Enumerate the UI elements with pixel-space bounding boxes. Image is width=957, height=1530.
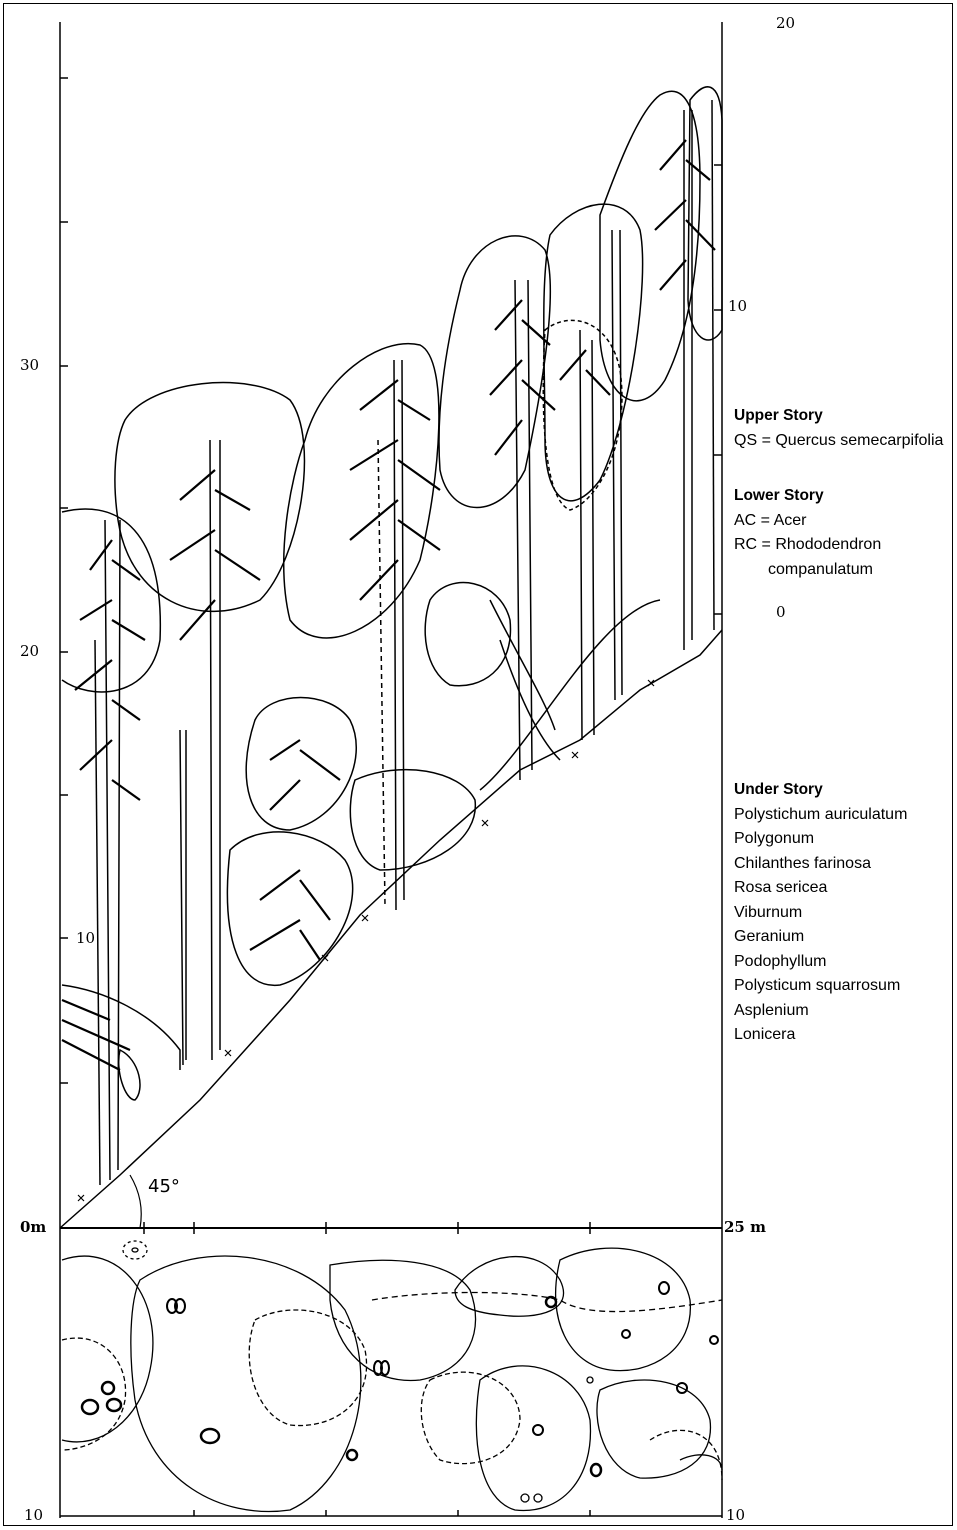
crown-projection-plan bbox=[62, 1241, 722, 1512]
under-story-item: Polysticum squarrosum bbox=[734, 974, 907, 999]
legend-under-story: Under Story Polystichum auriculatum Poly… bbox=[734, 778, 907, 1048]
upper-story-item: QS = Quercus semecarpifolia bbox=[734, 429, 943, 454]
left-scale-label-30: 30 bbox=[20, 356, 39, 374]
bottom-right-scale-label: 10 bbox=[726, 1506, 745, 1524]
under-story-item: Asplenium bbox=[734, 999, 907, 1024]
right-scale-label-10: 10 bbox=[728, 297, 747, 315]
slope-line bbox=[60, 630, 722, 1228]
left-scale-label-10: 10 bbox=[76, 929, 95, 947]
right-scale-label-20: 20 bbox=[776, 14, 795, 32]
bottom-left-scale-label: 10 bbox=[24, 1506, 43, 1524]
left-scale-label-20: 20 bbox=[20, 642, 39, 660]
right-axis bbox=[714, 22, 722, 1518]
slope-angle-label: 45° bbox=[148, 1176, 180, 1197]
tree-trunks bbox=[95, 100, 714, 1185]
under-story-item: Geranium bbox=[734, 925, 907, 950]
lower-story-item: AC = Acer bbox=[734, 509, 881, 534]
under-story-heading: Under Story bbox=[734, 778, 907, 803]
base-left-label: 0m bbox=[20, 1218, 46, 1236]
tree-crowns bbox=[62, 87, 722, 1100]
upper-story-heading: Upper Story bbox=[734, 404, 943, 429]
under-story-item: Viburnum bbox=[734, 901, 907, 926]
lower-story-item: companulatum bbox=[734, 558, 881, 583]
under-story-item: Chilanthes farinosa bbox=[734, 852, 907, 877]
lower-story-item: RC = Rhododendron bbox=[734, 533, 881, 558]
under-story-item: Rosa sericea bbox=[734, 876, 907, 901]
under-story-item: Podophyllum bbox=[734, 950, 907, 975]
left-axis bbox=[60, 22, 68, 1518]
ground-baseline bbox=[60, 1222, 722, 1516]
lower-story-heading: Lower Story bbox=[734, 484, 881, 509]
under-story-item: Lonicera bbox=[734, 1023, 907, 1048]
under-story-item: Polygonum bbox=[734, 827, 907, 852]
legend-lower-story: Lower Story AC = Acer RC = Rhododendron … bbox=[734, 484, 881, 582]
right-scale-label-0: 0 bbox=[776, 603, 786, 621]
understory-marks bbox=[78, 680, 654, 1201]
legend-upper-story: Upper Story QS = Quercus semecarpifolia bbox=[734, 404, 943, 453]
under-story-item: Polystichum auriculatum bbox=[734, 803, 907, 828]
base-right-label: 25 m bbox=[724, 1218, 766, 1236]
